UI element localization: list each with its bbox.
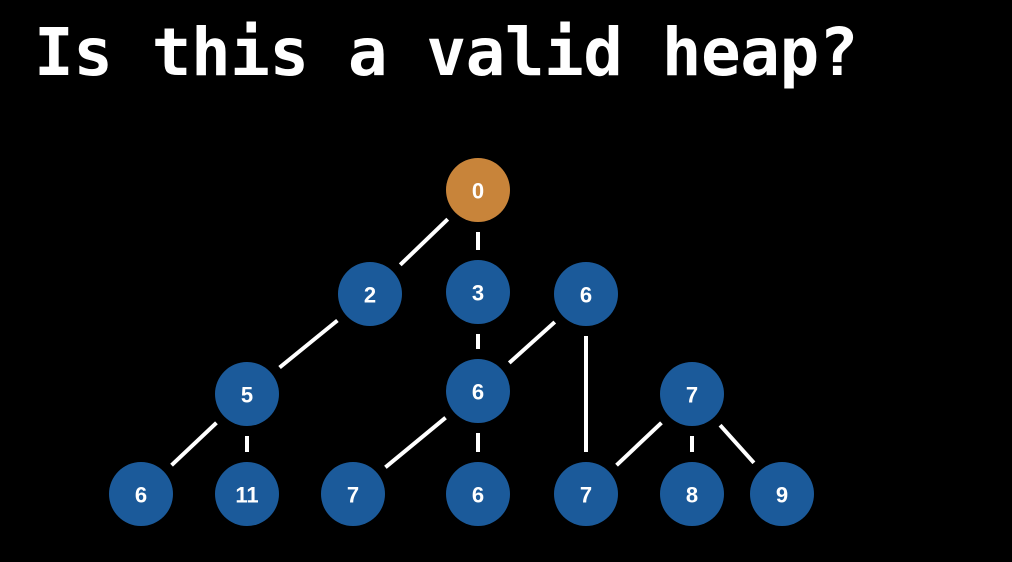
- heap-node-n8: 11: [215, 462, 279, 526]
- node-value: 8: [686, 483, 698, 508]
- edge-n6-n13: [718, 423, 756, 465]
- node-circle: [554, 462, 618, 526]
- edge-n3-n5: [507, 320, 557, 365]
- edge-n6-n11: [615, 421, 663, 467]
- node-value: 6: [472, 483, 484, 508]
- heap-node-n3: 6: [554, 262, 618, 326]
- node-circle: [446, 260, 510, 324]
- node-value: 7: [580, 483, 592, 508]
- node-circle: [446, 359, 510, 423]
- nodes-layer: 0 2 3 6 5 6 7 6 11 7 6 7 8 9: [109, 158, 814, 526]
- node-value: 11: [235, 483, 258, 508]
- node-value: 6: [472, 380, 484, 405]
- node-value: 6: [580, 283, 592, 308]
- node-circle: [750, 462, 814, 526]
- node-circle: [446, 462, 510, 526]
- node-circle: [215, 362, 279, 426]
- node-circle: [109, 462, 173, 526]
- edge-n5-n9: [384, 416, 447, 469]
- edge-n1-n4: [278, 318, 339, 370]
- node-circle: [660, 462, 724, 526]
- edge-n4-n7: [170, 421, 218, 467]
- heap-node-n6: 7: [660, 362, 724, 426]
- edge-n0-n1: [398, 217, 450, 267]
- node-circle: [338, 262, 402, 326]
- node-value: 3: [472, 281, 484, 306]
- heap-node-n10: 6: [446, 462, 510, 526]
- node-circle: [446, 158, 510, 222]
- node-circle: [660, 362, 724, 426]
- page-title: Is this a valid heap?: [34, 14, 858, 91]
- node-circle: [554, 262, 618, 326]
- node-value: 7: [347, 483, 359, 508]
- root-node-n0: 0: [446, 158, 510, 222]
- heap-node-n1: 2: [338, 262, 402, 326]
- heap-node-n5: 6: [446, 359, 510, 423]
- node-circle: [321, 462, 385, 526]
- heap-node-n9: 7: [321, 462, 385, 526]
- heap-node-n7: 6: [109, 462, 173, 526]
- node-value: 0: [472, 179, 484, 204]
- heap-node-n11: 7: [554, 462, 618, 526]
- heap-node-n4: 5: [215, 362, 279, 426]
- node-value: 9: [776, 483, 788, 508]
- edges-layer: [170, 217, 756, 469]
- heap-node-n12: 8: [660, 462, 724, 526]
- heap-node-n2: 3: [446, 260, 510, 324]
- node-value: 7: [686, 383, 698, 408]
- node-value: 6: [135, 483, 147, 508]
- heap-node-n13: 9: [750, 462, 814, 526]
- node-circle: [215, 462, 279, 526]
- node-value: 5: [241, 383, 253, 408]
- node-value: 2: [364, 283, 376, 308]
